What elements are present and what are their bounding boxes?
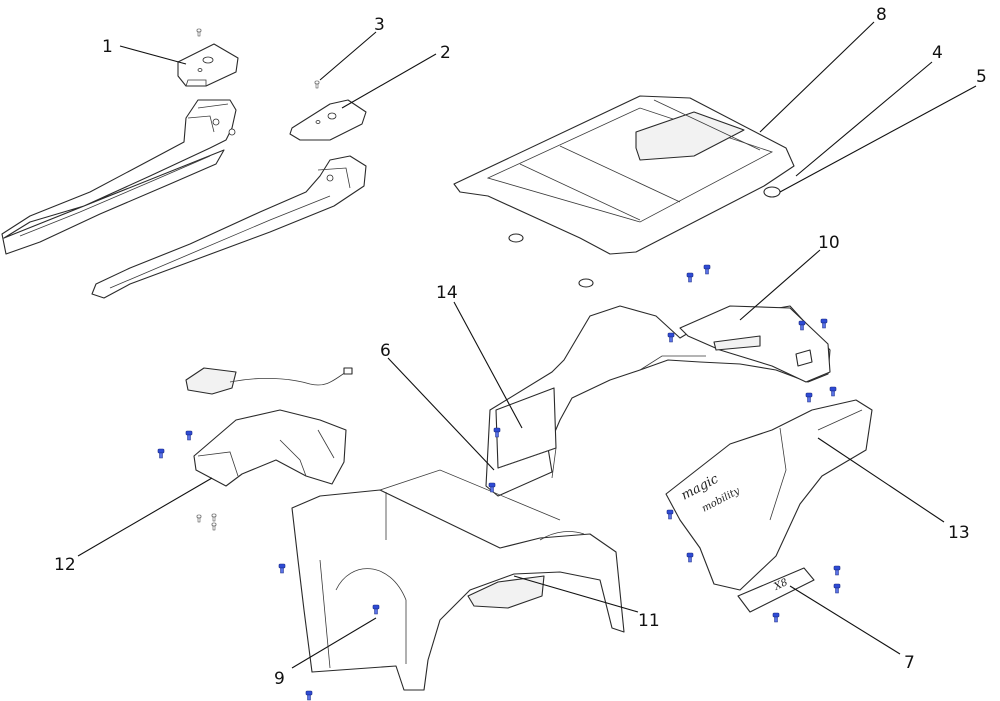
screw-icon	[666, 509, 674, 520]
part-8-seat-base	[453, 95, 795, 255]
callout-1: 1	[102, 37, 113, 57]
seat-foot-rear	[578, 278, 594, 288]
part-13-side-cover: magic mobility	[665, 399, 873, 591]
callout-3: 3	[374, 15, 385, 35]
part-7-plate: X8	[737, 567, 815, 613]
screw-icon	[820, 318, 828, 329]
screw-icon	[829, 386, 837, 397]
callout-7: 7	[904, 653, 915, 673]
screw-icon	[157, 448, 165, 459]
seat-rail-right	[91, 155, 367, 299]
screw-icon	[772, 612, 780, 623]
screw-icon	[833, 583, 841, 594]
screw-icon	[686, 272, 694, 283]
part-10-cover-panel	[679, 305, 831, 383]
callout-13: 13	[948, 523, 970, 543]
part-1-bracket	[177, 43, 239, 87]
callout-2: 2	[440, 43, 451, 63]
callout-6: 6	[380, 341, 391, 361]
screw-icon	[305, 690, 313, 701]
seat-foot-left	[508, 233, 524, 243]
foot-pedal	[185, 367, 353, 395]
screw-icon	[211, 522, 217, 531]
callout-14: 14	[436, 283, 458, 303]
callout-4: 4	[932, 43, 943, 63]
callout-12: 12	[54, 555, 76, 575]
leader-lines	[77, 21, 977, 669]
part-9-body	[291, 469, 625, 691]
part-12-shroud	[193, 409, 347, 487]
screw-icon	[703, 264, 711, 275]
part-1-screw-icon	[196, 28, 202, 37]
seat-rail-left	[1, 99, 237, 255]
part-4-foot	[763, 186, 781, 198]
callout-labels: 1 2 3 4 5 6 7 8 9 10 11 12 13 14	[54, 5, 987, 689]
part-2-bracket	[289, 99, 367, 141]
callout-10: 10	[818, 233, 840, 253]
callout-5: 5	[976, 67, 987, 87]
callout-9: 9	[274, 669, 285, 689]
screw-icon	[278, 563, 286, 574]
screw-icon	[805, 392, 813, 403]
callout-8: 8	[876, 5, 887, 25]
part-3-screw-icon	[314, 80, 320, 89]
screw-icon	[833, 565, 841, 576]
screw-icon	[211, 513, 217, 522]
part-11-footrest	[467, 531, 585, 609]
screw-icon	[686, 552, 694, 563]
screw-icon	[196, 514, 202, 523]
screw-icon	[185, 430, 193, 441]
callout-11: 11	[638, 611, 660, 631]
